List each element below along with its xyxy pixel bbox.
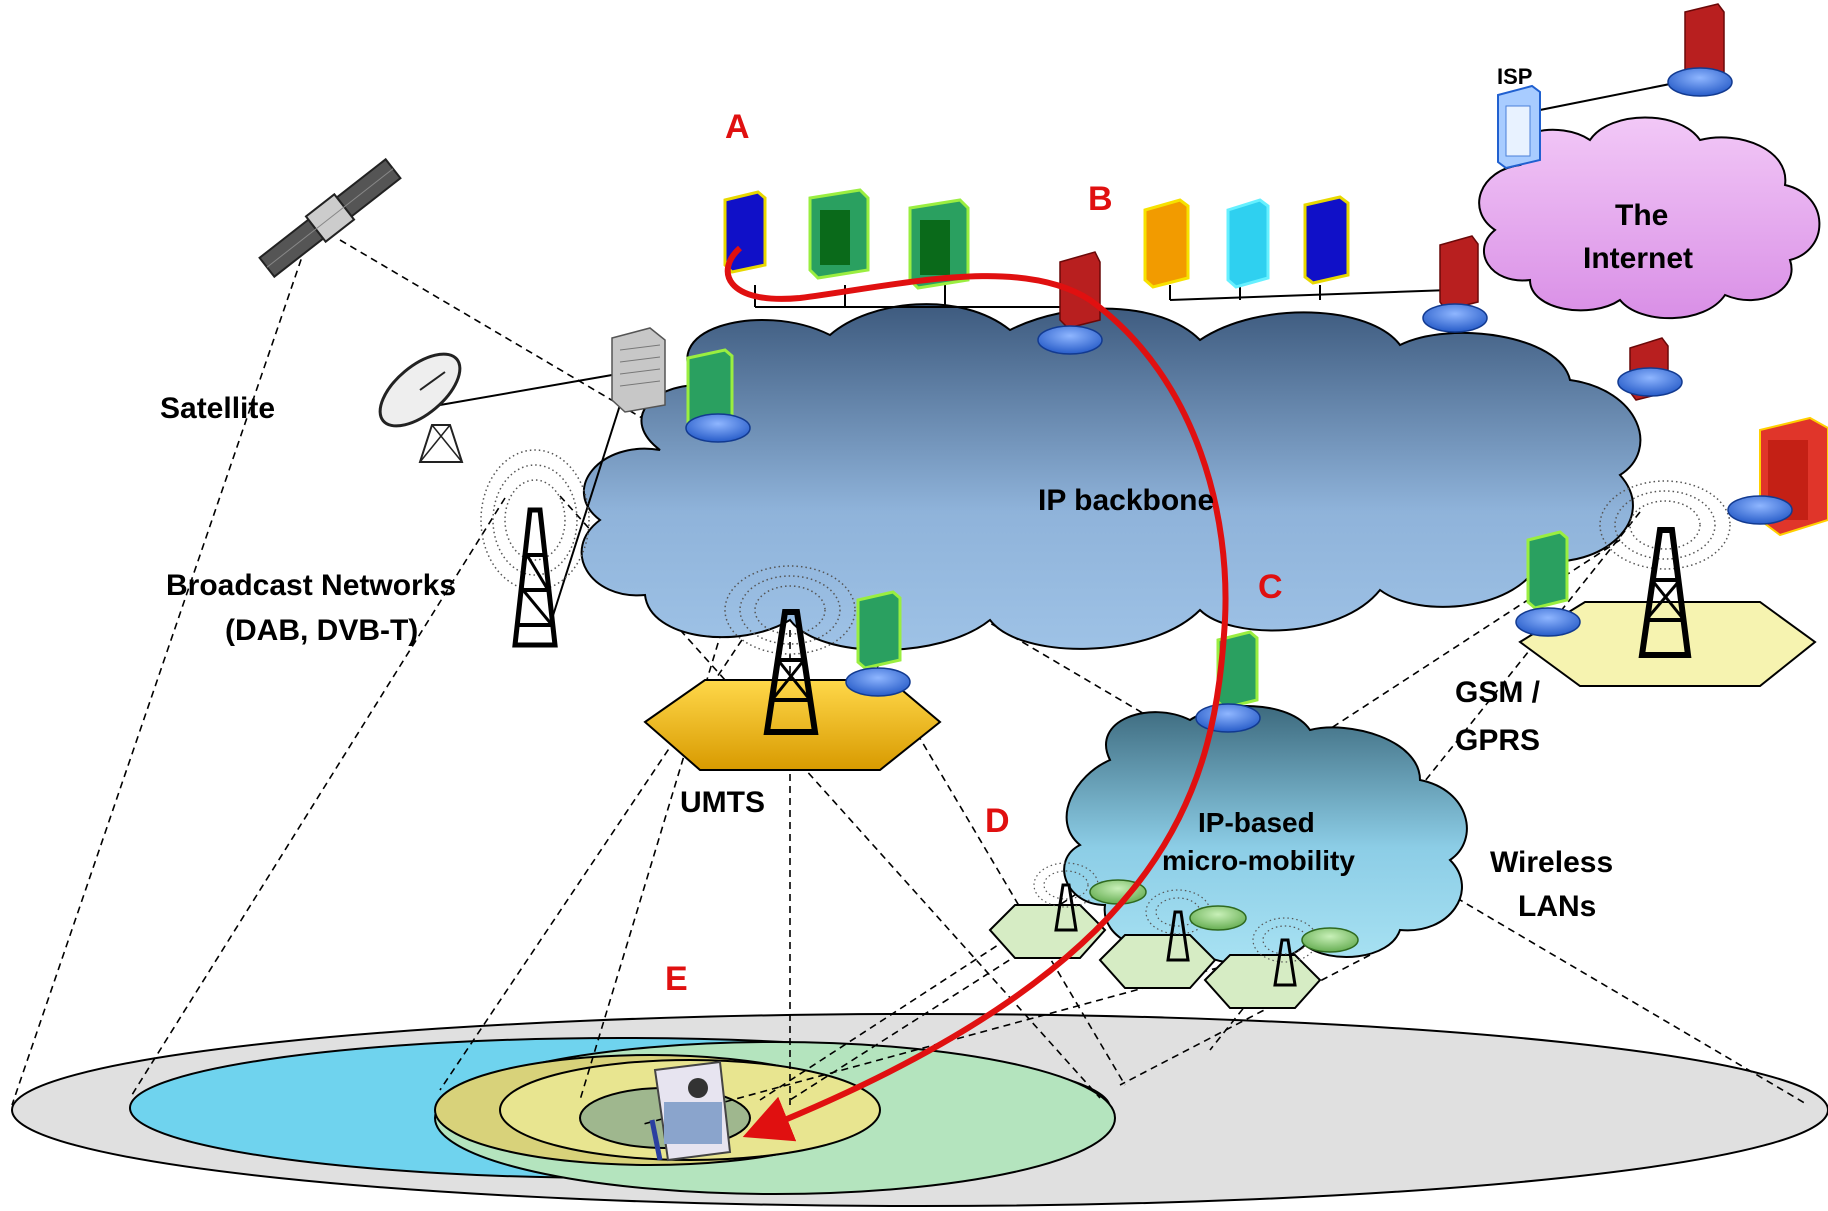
ip-backbone-label: IP backbone bbox=[1038, 484, 1214, 517]
marker-c: C bbox=[1258, 568, 1283, 606]
gsm-cell bbox=[1518, 601, 1817, 687]
broadcast-label-line2: (DAB, DVB-T) bbox=[225, 614, 418, 647]
broadcast-label-line1: Broadcast Networks bbox=[166, 569, 456, 602]
satellite-label: Satellite bbox=[160, 392, 275, 425]
satellite-icon bbox=[258, 157, 402, 279]
umts-cell bbox=[643, 679, 942, 771]
server-icon bbox=[686, 348, 1569, 710]
mobile-device-icon bbox=[649, 1060, 732, 1162]
micro-mobility-cloud bbox=[1063, 705, 1468, 965]
internet-label-line1: The bbox=[1615, 199, 1668, 232]
gsm-label-line2: GPRS bbox=[1455, 724, 1540, 757]
marker-e: E bbox=[665, 960, 688, 998]
wireless-lans-label-line2: LANs bbox=[1518, 890, 1596, 923]
rack-server-icon bbox=[611, 327, 666, 413]
isp-label: ISP bbox=[1497, 64, 1532, 89]
marker-a: A bbox=[725, 108, 750, 146]
micro-mobility-label-line2: micro-mobility bbox=[1162, 845, 1355, 876]
cell-tower-icon bbox=[1599, 480, 1731, 658]
route-path bbox=[724, 245, 1229, 1142]
satellite-dish-icon bbox=[378, 352, 464, 463]
wireless-lans-label-line1: Wireless bbox=[1490, 846, 1613, 879]
gsm-label-line1: GSM / bbox=[1455, 676, 1541, 709]
coverage-areas bbox=[11, 1013, 1828, 1207]
broadcast-tower-icon bbox=[480, 449, 590, 648]
internet-cloud bbox=[1478, 116, 1821, 320]
router-icon bbox=[685, 67, 1793, 733]
ip-backbone-cloud bbox=[580, 303, 1642, 651]
isp-server-icon bbox=[1497, 84, 1541, 170]
internet-label-line2: Internet bbox=[1583, 242, 1693, 275]
umts-label: UMTS bbox=[680, 786, 765, 819]
cell-tower-icon bbox=[724, 565, 856, 735]
server-icon bbox=[723, 188, 970, 290]
micro-mobility-label-line1: IP-based bbox=[1198, 807, 1315, 838]
marker-d: D bbox=[985, 802, 1010, 840]
marker-b: B bbox=[1088, 180, 1113, 218]
server-icon bbox=[1143, 195, 1350, 289]
